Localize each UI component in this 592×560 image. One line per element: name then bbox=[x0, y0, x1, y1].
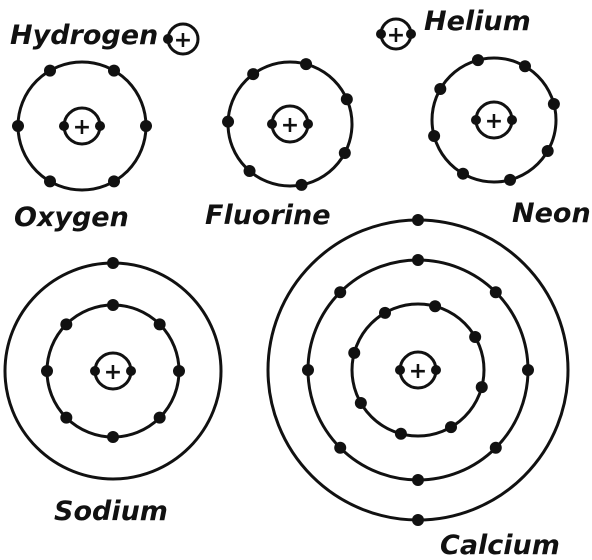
atom-label-calcium: Calcium bbox=[440, 530, 560, 560]
atom-label-oxygen: Oxygen bbox=[14, 202, 129, 233]
nucleus-charge-helium: + bbox=[387, 23, 405, 48]
electron-fluorine-shell2-4 bbox=[296, 179, 308, 191]
electron-sodium-shell3-1 bbox=[107, 257, 119, 269]
atom-label-hydrogen: Hydrogen bbox=[10, 20, 158, 51]
electron-sodium-shell2-3 bbox=[107, 431, 119, 443]
atom-sodium: Sodium + bbox=[5, 257, 221, 527]
atom-oxygen: Oxygen + bbox=[12, 62, 152, 233]
atom-label-sodium: Sodium bbox=[54, 496, 168, 527]
atom-hydrogen: Hydrogen + bbox=[10, 20, 198, 54]
electron-neon-shell1-2 bbox=[507, 115, 517, 125]
electron-neon-shell2-7 bbox=[434, 83, 446, 95]
electron-calcium-shell2-5 bbox=[355, 397, 367, 409]
atom-helium: Helium + bbox=[376, 6, 531, 49]
electron-calcium-shell3-1 bbox=[490, 286, 502, 298]
nucleus-charge-oxygen: + bbox=[73, 115, 91, 140]
electron-fluorine-shell2-2 bbox=[341, 93, 353, 105]
electron-sodium-shell1-1 bbox=[90, 366, 100, 376]
electron-calcium-shell2-7 bbox=[379, 307, 391, 319]
electron-oxygen-shell2-5 bbox=[12, 120, 24, 132]
electron-calcium-shell3-3 bbox=[490, 442, 502, 454]
atom-label-helium: Helium bbox=[424, 6, 531, 37]
electron-helium-shell1-2 bbox=[406, 29, 416, 39]
electron-sodium-shell2-1 bbox=[173, 365, 185, 377]
atom-label-neon: Neon bbox=[512, 198, 591, 229]
electron-calcium-shell2-3 bbox=[445, 421, 457, 433]
nucleus-charge-neon: + bbox=[485, 109, 503, 134]
electron-sodium-shell1-2 bbox=[126, 366, 136, 376]
electron-calcium-shell4-1 bbox=[412, 214, 424, 226]
electron-helium-shell1-1 bbox=[376, 29, 386, 39]
atom-diagram-fluorine: + bbox=[222, 58, 353, 191]
electron-neon-shell2-6 bbox=[428, 130, 440, 142]
electron-fluorine-shell2-7 bbox=[247, 68, 259, 80]
electron-oxygen-shell2-4 bbox=[44, 175, 56, 187]
electron-sodium-shell2-7 bbox=[107, 299, 119, 311]
electron-oxygen-shell1-2 bbox=[95, 121, 105, 131]
electron-neon-shell2-3 bbox=[542, 145, 554, 157]
electron-sodium-shell2-2 bbox=[154, 412, 166, 424]
electron-calcium-shell2-8 bbox=[429, 300, 441, 312]
electron-neon-shell2-8 bbox=[472, 54, 484, 66]
electron-sodium-shell2-5 bbox=[41, 365, 53, 377]
electron-sodium-shell2-4 bbox=[60, 412, 72, 424]
atom-fluorine: Fluorine + bbox=[205, 58, 353, 231]
nucleus-charge-sodium: + bbox=[104, 360, 122, 385]
electron-calcium-shell3-5 bbox=[334, 442, 346, 454]
nucleus-charge-calcium: + bbox=[409, 359, 427, 384]
atom-label-fluorine: Fluorine bbox=[205, 200, 331, 231]
electron-calcium-shell3-4 bbox=[412, 474, 424, 486]
electron-calcium-shell2-4 bbox=[395, 428, 407, 440]
electron-calcium-shell3-2 bbox=[522, 364, 534, 376]
electron-neon-shell2-5 bbox=[457, 168, 469, 180]
electron-calcium-shell1-1 bbox=[395, 365, 405, 375]
electron-sodium-shell2-6 bbox=[60, 318, 72, 330]
atom-diagram-sodium: + bbox=[5, 257, 221, 479]
atom-diagram-helium: + bbox=[376, 19, 416, 49]
electron-fluorine-shell1-2 bbox=[303, 119, 313, 129]
electron-fluorine-shell2-3 bbox=[339, 147, 351, 159]
electron-calcium-shell1-2 bbox=[431, 365, 441, 375]
electron-neon-shell2-1 bbox=[519, 60, 531, 72]
electron-calcium-shell4-2 bbox=[412, 514, 424, 526]
electron-calcium-shell3-6 bbox=[302, 364, 314, 376]
electron-calcium-shell3-7 bbox=[334, 286, 346, 298]
electron-oxygen-shell2-6 bbox=[44, 65, 56, 77]
atom-diagram-calcium: + bbox=[268, 214, 568, 526]
electron-oxygen-shell2-3 bbox=[108, 175, 120, 187]
electron-neon-shell2-4 bbox=[504, 174, 516, 186]
electron-fluorine-shell2-5 bbox=[244, 165, 256, 177]
electron-neon-shell1-1 bbox=[471, 115, 481, 125]
electron-fluorine-shell1-1 bbox=[267, 119, 277, 129]
electron-oxygen-shell2-2 bbox=[140, 120, 152, 132]
atom-diagram-hydrogen: + bbox=[163, 24, 198, 54]
nucleus-charge-fluorine: + bbox=[281, 113, 299, 138]
electron-sodium-shell2-8 bbox=[154, 318, 166, 330]
electron-hydrogen-shell1-1 bbox=[163, 34, 173, 44]
electron-fluorine-shell2-6 bbox=[222, 116, 234, 128]
electron-oxygen-shell1-1 bbox=[59, 121, 69, 131]
atom-diagram-neon: + bbox=[428, 54, 560, 186]
electron-calcium-shell2-1 bbox=[469, 331, 481, 343]
atom-neon: Neon + bbox=[428, 54, 591, 229]
atom-diagram-oxygen: + bbox=[12, 62, 152, 190]
electron-oxygen-shell2-1 bbox=[108, 65, 120, 77]
nucleus-charge-hydrogen: + bbox=[174, 28, 192, 53]
electron-calcium-shell2-6 bbox=[348, 347, 360, 359]
electron-neon-shell2-2 bbox=[548, 98, 560, 110]
electron-calcium-shell2-2 bbox=[476, 381, 488, 393]
electron-calcium-shell3-8 bbox=[412, 254, 424, 266]
electron-fluorine-shell2-1 bbox=[300, 58, 312, 70]
atom-calcium: Calcium + bbox=[268, 214, 568, 560]
